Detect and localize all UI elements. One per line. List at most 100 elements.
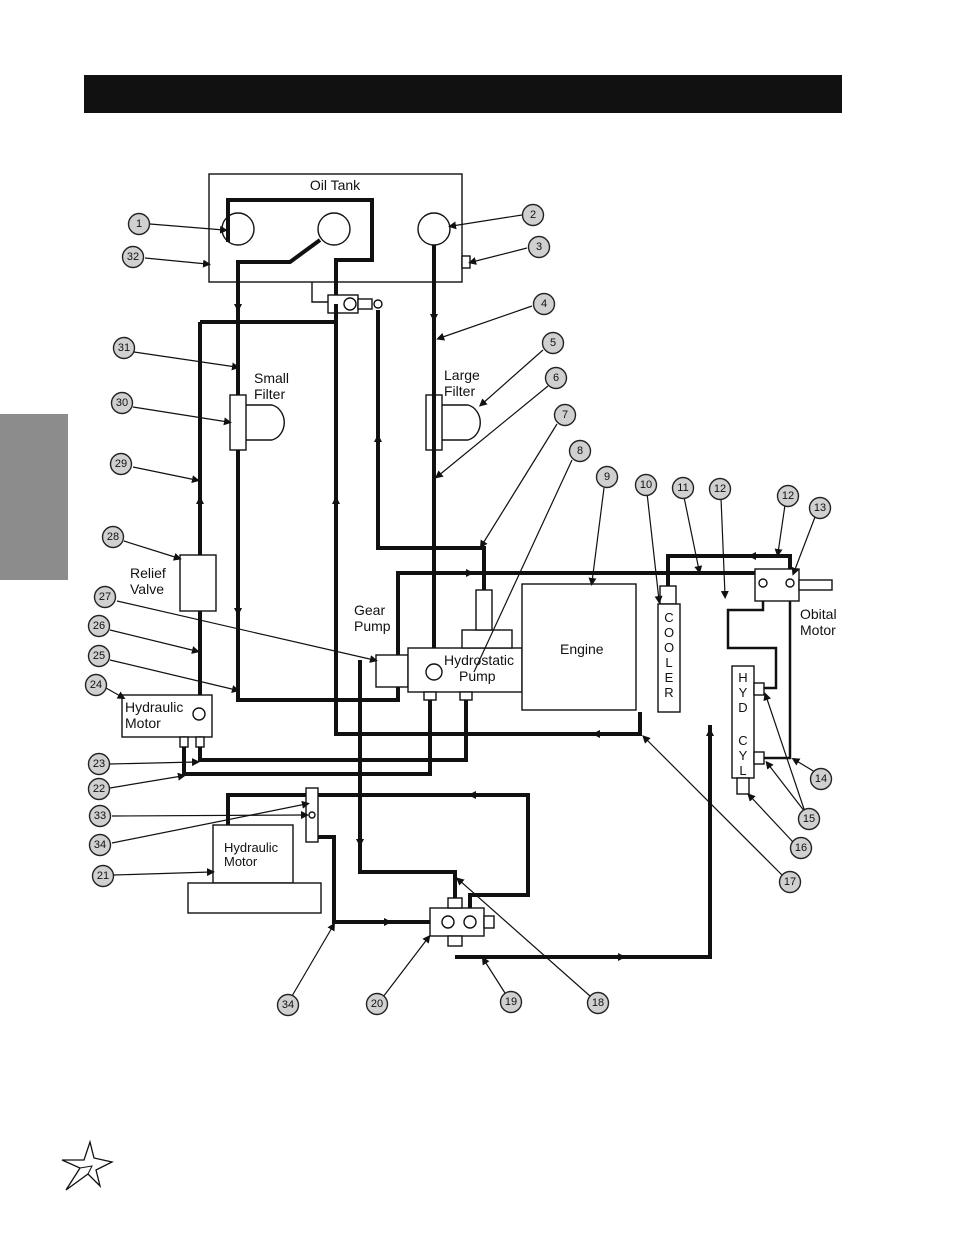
callout-15: 15 — [797, 807, 821, 831]
callout-25: 25 — [87, 644, 111, 668]
cooler: C O O L E R — [657, 585, 681, 713]
svg-text:18: 18 — [592, 997, 604, 1009]
flow-valve — [305, 787, 319, 843]
svg-text:16: 16 — [795, 842, 807, 854]
callout-7: 7 — [553, 403, 577, 427]
callout-14: 14 — [809, 767, 833, 791]
svg-text:7: 7 — [562, 409, 568, 421]
engine-label: Engine — [560, 641, 604, 657]
svg-text:27: 27 — [99, 591, 111, 603]
callout-26: 26 — [87, 614, 111, 638]
callout-9: 9 — [595, 465, 619, 489]
hyd-cyl-letter-6: L — [739, 763, 746, 778]
callout-6: 6 — [544, 366, 568, 390]
svg-text:5: 5 — [550, 337, 556, 349]
cooler-letter-5: E — [665, 670, 674, 685]
callout-16: 16 — [789, 836, 813, 860]
engine: Engine — [521, 583, 637, 711]
cooler-letter-3: O — [664, 640, 674, 655]
tank-port-2 — [417, 212, 451, 246]
svg-text:19: 19 — [505, 996, 517, 1008]
section-header-bar — [84, 75, 842, 113]
svg-text:8: 8 — [577, 445, 583, 457]
hydraulic-motor-bottom-label-1: Hydraulic — [224, 840, 279, 855]
relief-valve-label-2: Valve — [130, 581, 164, 597]
gear-pump-label-2: Pump — [354, 618, 391, 634]
hydraulic-motor-left: Hydraulic Motor — [121, 694, 213, 748]
cooler-letter-4: L — [665, 655, 672, 670]
callout-4: 4 — [532, 292, 556, 316]
callout-27: 27 — [93, 585, 117, 609]
cooler-letter-2: O — [664, 625, 674, 640]
callout-28: 28 — [101, 525, 125, 549]
large-filter-label-2: Filter — [444, 383, 475, 399]
hyd-cyl-letter-5: Y — [739, 748, 748, 763]
tank-port-center — [317, 212, 351, 246]
tank-fitting-3 — [461, 255, 471, 269]
callout-23: 23 — [87, 752, 111, 776]
svg-text:32: 32 — [127, 251, 139, 263]
callout-12b: 12 — [776, 484, 800, 508]
callout-33: 33 — [88, 804, 112, 828]
large-filter-label-1: Large — [444, 367, 480, 383]
hydrostatic-pump-label-2: Pump — [459, 668, 496, 684]
hyd-cylinder: H Y D C Y L — [731, 665, 765, 795]
callout-29: 29 — [109, 452, 133, 476]
side-tab — [0, 414, 68, 580]
svg-text:12: 12 — [782, 490, 794, 502]
relief-valve: Relief Valve — [130, 554, 217, 612]
callout-22: 22 — [87, 777, 111, 801]
hyd-cyl-letter-3: D — [738, 700, 747, 715]
callout-34b: 34 — [276, 993, 300, 1017]
callout-10: 10 — [634, 473, 658, 497]
callout-34a: 34 — [88, 833, 112, 857]
svg-text:24: 24 — [90, 679, 102, 691]
svg-text:34: 34 — [94, 839, 106, 851]
callout-24: 24 — [84, 673, 108, 697]
svg-text:33: 33 — [94, 810, 106, 822]
svg-text:4: 4 — [541, 298, 547, 310]
svg-text:14: 14 — [815, 773, 827, 785]
svg-text:15: 15 — [803, 813, 815, 825]
callout-17: 17 — [778, 870, 802, 894]
callout-30: 30 — [110, 391, 134, 415]
callout-11: 11 — [671, 476, 695, 500]
svg-text:13: 13 — [814, 502, 826, 514]
callout-1: 1 — [127, 212, 151, 236]
tank-valve — [311, 282, 383, 314]
small-filter: Small Filter — [229, 370, 289, 451]
obital-motor: Obital Motor — [754, 568, 837, 638]
callout-12a: 12 — [708, 477, 732, 501]
hydraulic-motor-bottom-label-2: Motor — [224, 854, 258, 869]
small-filter-label-2: Filter — [254, 386, 285, 402]
oil-tank: Oil Tank — [208, 173, 471, 283]
svg-text:21: 21 — [97, 870, 109, 882]
cooler-letter-1: C — [664, 610, 673, 625]
svg-text:1: 1 — [136, 218, 142, 230]
callout-31: 31 — [112, 336, 136, 360]
svg-text:11: 11 — [677, 482, 688, 494]
callout-3: 3 — [527, 235, 551, 259]
callout-13: 13 — [808, 496, 832, 520]
leader-lines — [105, 214, 816, 998]
callouts: 1 2 3 4 5 6 7 8 9 10 11 12 12 13 14 15 1… — [84, 203, 833, 1017]
svg-text:25: 25 — [93, 650, 105, 662]
relief-valve-label-1: Relief — [130, 565, 166, 581]
cooler-letter-6: R — [664, 685, 673, 700]
hydrostatic-pump: Hydrostatic Pump — [407, 589, 523, 701]
svg-text:12: 12 — [714, 483, 726, 495]
callout-32: 32 — [121, 245, 145, 269]
svg-text:28: 28 — [107, 531, 119, 543]
svg-text:26: 26 — [93, 620, 105, 632]
gear-pump-label-1: Gear — [354, 602, 385, 618]
callout-8: 8 — [568, 439, 592, 463]
svg-text:2: 2 — [530, 209, 536, 221]
svg-text:23: 23 — [93, 758, 105, 770]
svg-text:30: 30 — [116, 397, 128, 409]
obital-motor-label-1: Obital — [800, 606, 837, 622]
svg-text:20: 20 — [371, 998, 383, 1010]
svg-text:10: 10 — [640, 479, 652, 491]
obital-motor-label-2: Motor — [800, 622, 836, 638]
callout-20: 20 — [365, 992, 389, 1016]
